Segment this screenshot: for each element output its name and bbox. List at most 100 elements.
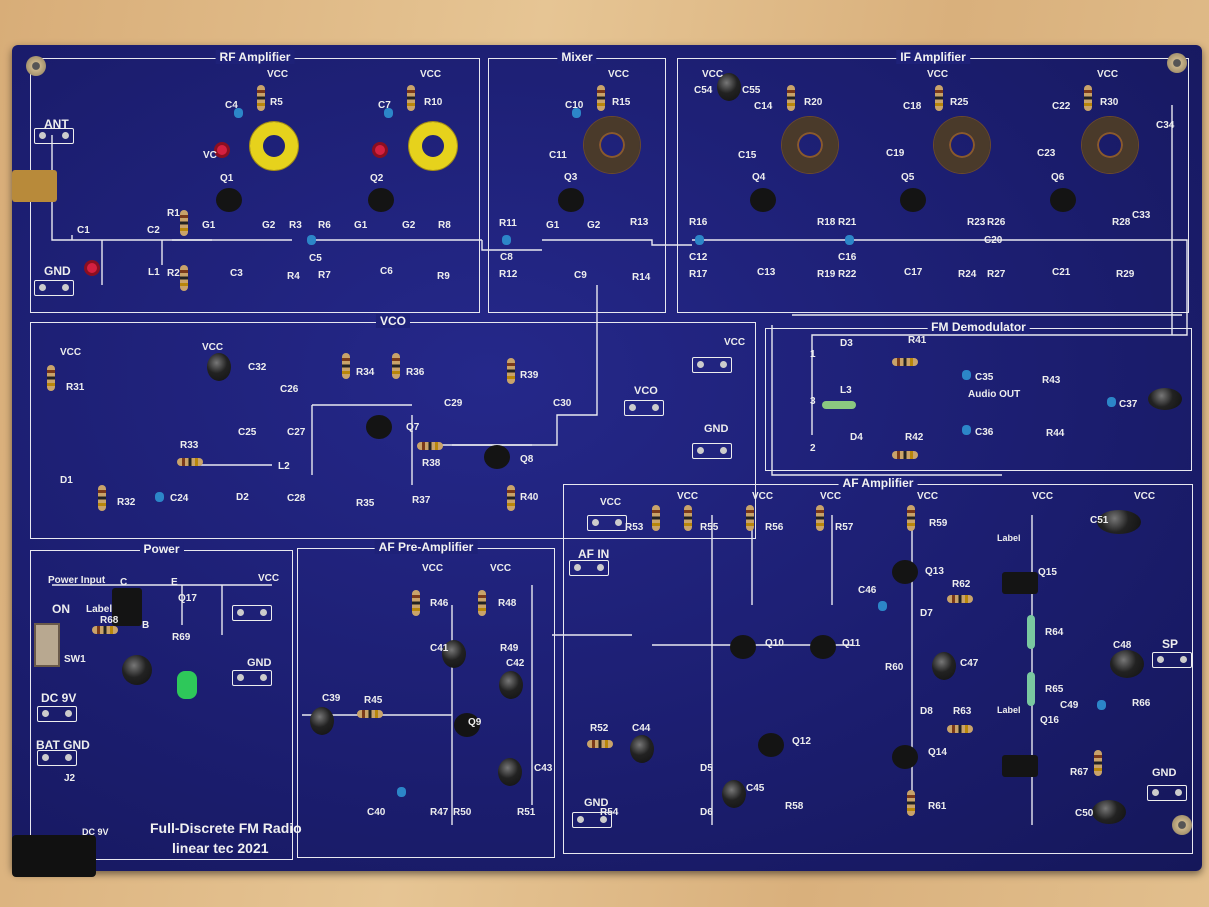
resistor: [412, 590, 420, 616]
power-switch-sw1[interactable]: [34, 623, 60, 667]
resistor: [746, 505, 754, 531]
section-title: IF Amplifier: [896, 50, 970, 64]
component-label: R11: [499, 218, 517, 229]
toroid-inductor: [250, 122, 298, 170]
vcc-terminal[interactable]: [692, 357, 732, 373]
if-amplifier-section: IF Amplifier: [677, 50, 1189, 313]
gnd-terminal[interactable]: [572, 812, 612, 828]
trimmer-capacitor[interactable]: [214, 142, 230, 158]
component-label: C50: [1075, 808, 1094, 819]
component-label: C9: [574, 270, 587, 281]
resistor: [342, 353, 350, 379]
component-label: C6: [380, 266, 393, 277]
resistor: [407, 85, 415, 111]
capacitor: [962, 425, 971, 435]
electrolytic-capacitor: [1097, 510, 1141, 534]
component-label: B: [142, 620, 150, 631]
inductor-l3: [822, 401, 856, 409]
resistor: [47, 365, 55, 391]
component-label: R64: [1045, 627, 1064, 638]
transistor-q10: [730, 635, 756, 659]
component-label: ANT: [44, 117, 69, 131]
component-label: ON: [52, 602, 70, 616]
electrolytic-capacitor: [630, 735, 654, 763]
vcc-terminal[interactable]: [232, 605, 272, 621]
antenna-connector[interactable]: [12, 170, 57, 202]
component-label: R26: [987, 217, 1006, 228]
component-label: Q14: [928, 747, 947, 758]
component-label: Q12: [792, 736, 811, 747]
component-label: C43: [534, 763, 553, 774]
component-label: C18: [903, 101, 922, 112]
component-label: VCC: [1134, 491, 1156, 502]
component-label: C37: [1119, 399, 1138, 410]
trimmer-capacitor[interactable]: [84, 260, 100, 276]
bat-gnd-terminal[interactable]: [37, 750, 77, 766]
transistor-q16: [1002, 755, 1038, 777]
component-label: VCC: [60, 347, 82, 358]
component-label: C24: [170, 493, 189, 504]
af-in-terminal[interactable]: [569, 560, 609, 576]
resistor: [892, 451, 918, 459]
gnd-terminal[interactable]: [232, 670, 272, 686]
board-subtitle: linear tec 2021: [172, 840, 269, 856]
component-label: Q5: [901, 172, 915, 183]
resistor: [1027, 615, 1035, 649]
component-label: SP: [1162, 637, 1179, 651]
component-label: 2: [810, 443, 816, 454]
component-label: C5: [309, 253, 322, 264]
component-label: R37: [412, 495, 431, 506]
vco-terminal[interactable]: [624, 400, 664, 416]
component-label: R68: [100, 615, 119, 626]
toroid-transformer: [1082, 117, 1138, 173]
ant-terminal[interactable]: [34, 128, 74, 144]
vcc-terminal[interactable]: [587, 515, 627, 531]
section-title: FM Demodulator: [927, 320, 1030, 334]
transistor-q4: [750, 188, 776, 212]
dc-9v-terminal[interactable]: [37, 706, 77, 722]
component-label: R36: [406, 367, 425, 378]
component-label: C13: [757, 267, 776, 278]
component-label: VCC: [677, 491, 699, 502]
board-title: Full-Discrete FM Radio: [150, 820, 302, 836]
component-label: C47: [960, 658, 979, 669]
component-label: C46: [858, 585, 877, 596]
component-label: C22: [1052, 101, 1071, 112]
transistor-q3: [558, 188, 584, 212]
component-label: Label: [997, 533, 1021, 543]
dc-jack-j2[interactable]: [12, 835, 96, 877]
component-label: D3: [840, 338, 853, 349]
gnd-terminal[interactable]: [692, 443, 732, 459]
component-label: GND: [1152, 767, 1177, 779]
component-label: R54: [600, 807, 619, 818]
component-label: VCC: [267, 69, 289, 80]
component-label: GND: [247, 657, 272, 669]
component-label: VCC: [702, 69, 724, 80]
gnd-terminal[interactable]: [34, 280, 74, 296]
electrolytic-capacitor: [932, 652, 956, 680]
transistor-q6: [1050, 188, 1076, 212]
resistor: [478, 590, 486, 616]
component-label: C39: [322, 693, 341, 704]
component-label: R59: [929, 518, 948, 529]
trimmer-capacitor[interactable]: [372, 142, 388, 158]
resistor: [357, 710, 383, 718]
component-label: R3: [289, 220, 302, 231]
speaker-terminal[interactable]: [1152, 652, 1192, 668]
mounting-screw: [26, 56, 46, 76]
component-label: R28: [1112, 217, 1131, 228]
component-label: C1: [77, 225, 90, 236]
component-label: 1: [810, 349, 816, 360]
transistor-q17: [112, 588, 142, 626]
power-section: Power: [30, 542, 293, 860]
resistor: [684, 505, 692, 531]
component-label: G1: [202, 220, 216, 231]
component-label: C44: [632, 723, 651, 734]
resistor: [257, 85, 265, 111]
mixer-section: Mixer: [488, 50, 666, 313]
electrolytic-capacitor: [717, 73, 741, 101]
gnd-terminal[interactable]: [1147, 785, 1187, 801]
component-label: R65: [1045, 684, 1064, 695]
component-label: C19: [886, 148, 905, 159]
resistor: [177, 458, 203, 466]
